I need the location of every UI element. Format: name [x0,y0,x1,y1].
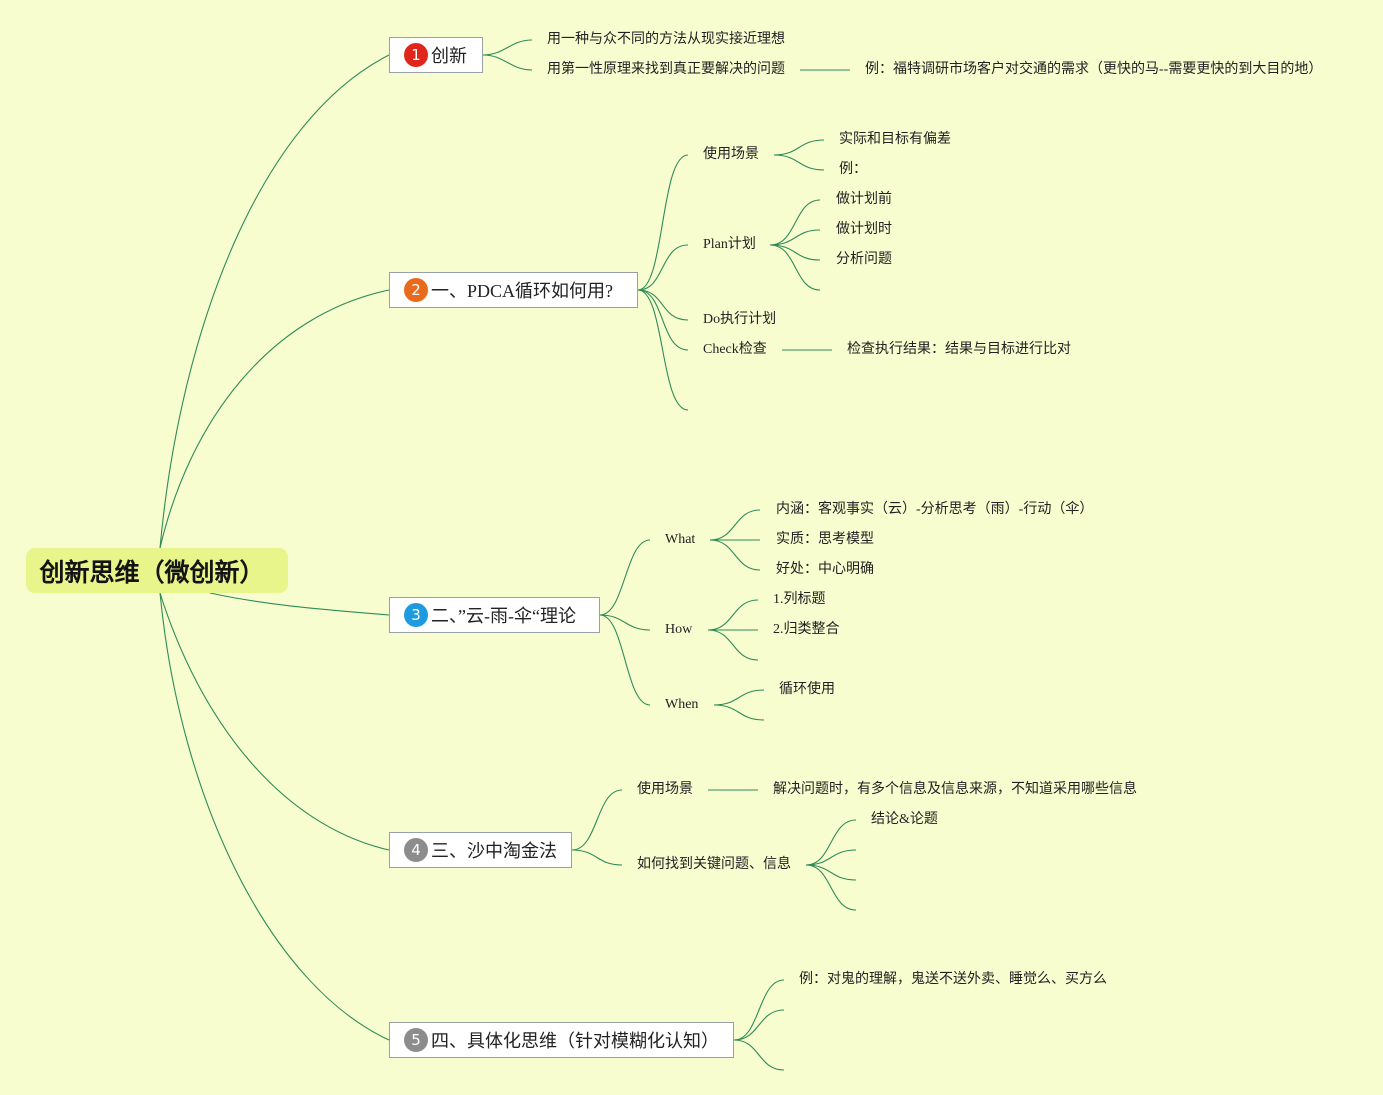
topic-1-child-1[interactable]: 用一种与众不同的方法从现实接近理想 [547,32,785,47]
topic-4-label: 三、沙中淘金法 [431,841,557,861]
topic-1-child-2[interactable]: 用第一性原理来找到真正要解决的问题 [547,62,785,77]
edge-root-topic4 [159,592,390,851]
cloud-what-child-3[interactable]: 好处：中心明确 [776,562,874,577]
concrete-example[interactable]: 例：对鬼的理解，鬼送不送外卖、睡觉么、买方么 [799,972,1107,987]
topic-5[interactable]: 5 四、具体化思维（针对模糊化认知） [389,1022,734,1058]
number-badge-icon: 4 [404,838,428,862]
sand-find-key[interactable]: 如何找到关键问题、信息 [637,857,791,872]
topic-3[interactable]: 3 二、”云-雨-伞“理论 [389,597,600,633]
sand-find-key-child-1[interactable]: 结论&论题 [871,812,938,827]
cloud-how[interactable]: How [665,622,693,637]
edge-root-topic3 [209,592,390,616]
topic-2-label: 一、PDCA循环如何用? [431,281,614,301]
root-topic-label: 创新思维（微创新） [39,557,265,587]
pdca-plan-child-2[interactable]: 做计划时 [836,222,892,237]
cloud-how-child-1[interactable]: 1.列标题 [773,592,826,607]
number-badge-icon: 3 [404,603,428,627]
pdca-usage-scene[interactable]: 使用场景 [703,147,759,162]
topic-1-label: 创新 [431,46,467,66]
edge-root-topic5 [159,592,390,1041]
cloud-when[interactable]: When [665,697,699,712]
topic-1-child-2-note[interactable]: 例：福特调研市场客户对交通的需求（更快的马--需要更快的到大目的地） [865,62,1323,77]
cloud-when-child-1[interactable]: 循环使用 [779,682,835,697]
number-badge-icon: 2 [404,278,428,302]
topic-2[interactable]: 2 一、PDCA循环如何用? [389,272,638,308]
number-badge-icon: 5 [404,1028,428,1052]
number-badge-icon: 1 [404,43,428,67]
pdca-check[interactable]: Check检查 [703,342,767,357]
topic-4[interactable]: 4 三、沙中淘金法 [389,832,572,868]
cloud-what[interactable]: What [665,532,696,547]
pdca-plan-child-1[interactable]: 做计划前 [836,192,892,207]
pdca-plan-child-3[interactable]: 分析问题 [836,252,892,267]
pdca-usage-scene-child-1[interactable]: 实际和目标有偏差 [839,132,951,147]
topic-5-label: 四、具体化思维（针对模糊化认知） [431,1031,719,1051]
pdca-check-note[interactable]: 检查执行结果：结果与目标进行比对 [847,342,1071,357]
topic-3-label: 二、”云-雨-伞“理论 [431,606,576,626]
cloud-what-child-2[interactable]: 实质：思考模型 [776,532,874,547]
edge-root-topic1 [159,54,390,549]
cloud-how-child-2[interactable]: 2.归类整合 [773,622,840,637]
pdca-plan[interactable]: Plan计划 [703,237,756,252]
pdca-usage-scene-child-2[interactable]: 例： [839,162,867,177]
root-topic[interactable]: 创新思维（微创新） [26,548,288,593]
sand-usage-scene[interactable]: 使用场景 [637,782,693,797]
pdca-do[interactable]: Do执行计划 [703,312,777,327]
sand-usage-scene-note[interactable]: 解决问题时，有多个信息及信息来源，不知道采用哪些信息 [773,782,1137,797]
cloud-what-child-1[interactable]: 内涵：客观事实（云）-分析思考（雨）-行动（伞） [776,502,1094,517]
topic-1[interactable]: 1 创新 [389,37,483,73]
edge-root-topic2 [159,289,390,549]
